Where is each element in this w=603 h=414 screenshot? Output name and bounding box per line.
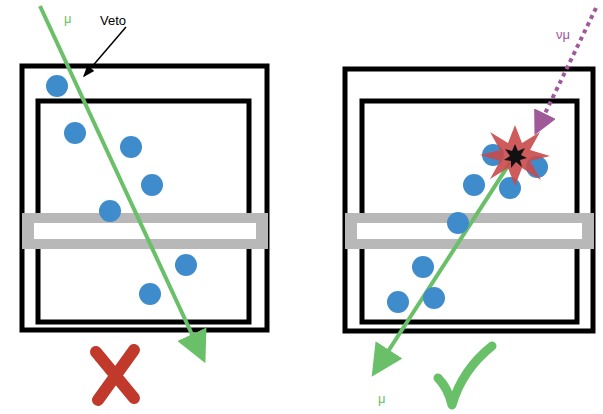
accept-mark bbox=[438, 346, 492, 405]
interaction-vertex bbox=[480, 125, 550, 186]
left-detector bbox=[22, 66, 268, 330]
light-hits-left bbox=[46, 75, 197, 305]
particle-label: μ bbox=[64, 12, 72, 25]
leader-line bbox=[84, 27, 126, 76]
callout-label: Veto bbox=[100, 14, 126, 27]
neutrino-track bbox=[538, 8, 596, 128]
particle-label: μ bbox=[378, 392, 386, 405]
muon-track bbox=[40, 6, 202, 356]
right-detector bbox=[345, 69, 594, 331]
light-hits-right bbox=[387, 144, 548, 313]
muon-track bbox=[376, 155, 515, 370]
particle-label: νμ bbox=[556, 28, 570, 41]
reject-mark bbox=[96, 350, 134, 400]
